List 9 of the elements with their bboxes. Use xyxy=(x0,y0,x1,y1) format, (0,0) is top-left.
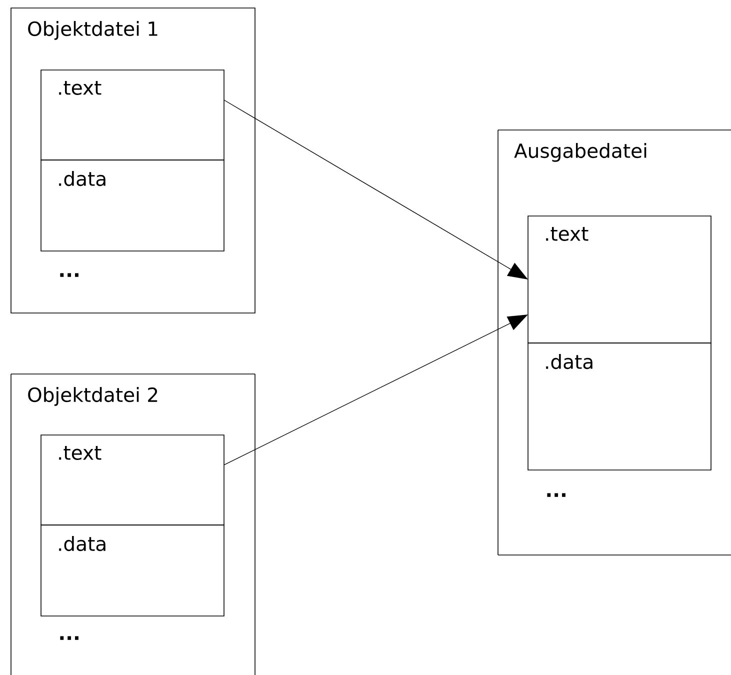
ellipsis: ... xyxy=(547,493,566,497)
section-box: .text xyxy=(40,434,224,526)
section-box: .data xyxy=(40,524,224,616)
section-box: .data xyxy=(40,160,224,252)
ellipsis: ... xyxy=(60,273,78,277)
section-box: .data xyxy=(528,342,712,470)
section-box: .text xyxy=(40,70,224,160)
section-box: .text xyxy=(528,216,712,344)
ellipsis: ... xyxy=(60,636,78,640)
